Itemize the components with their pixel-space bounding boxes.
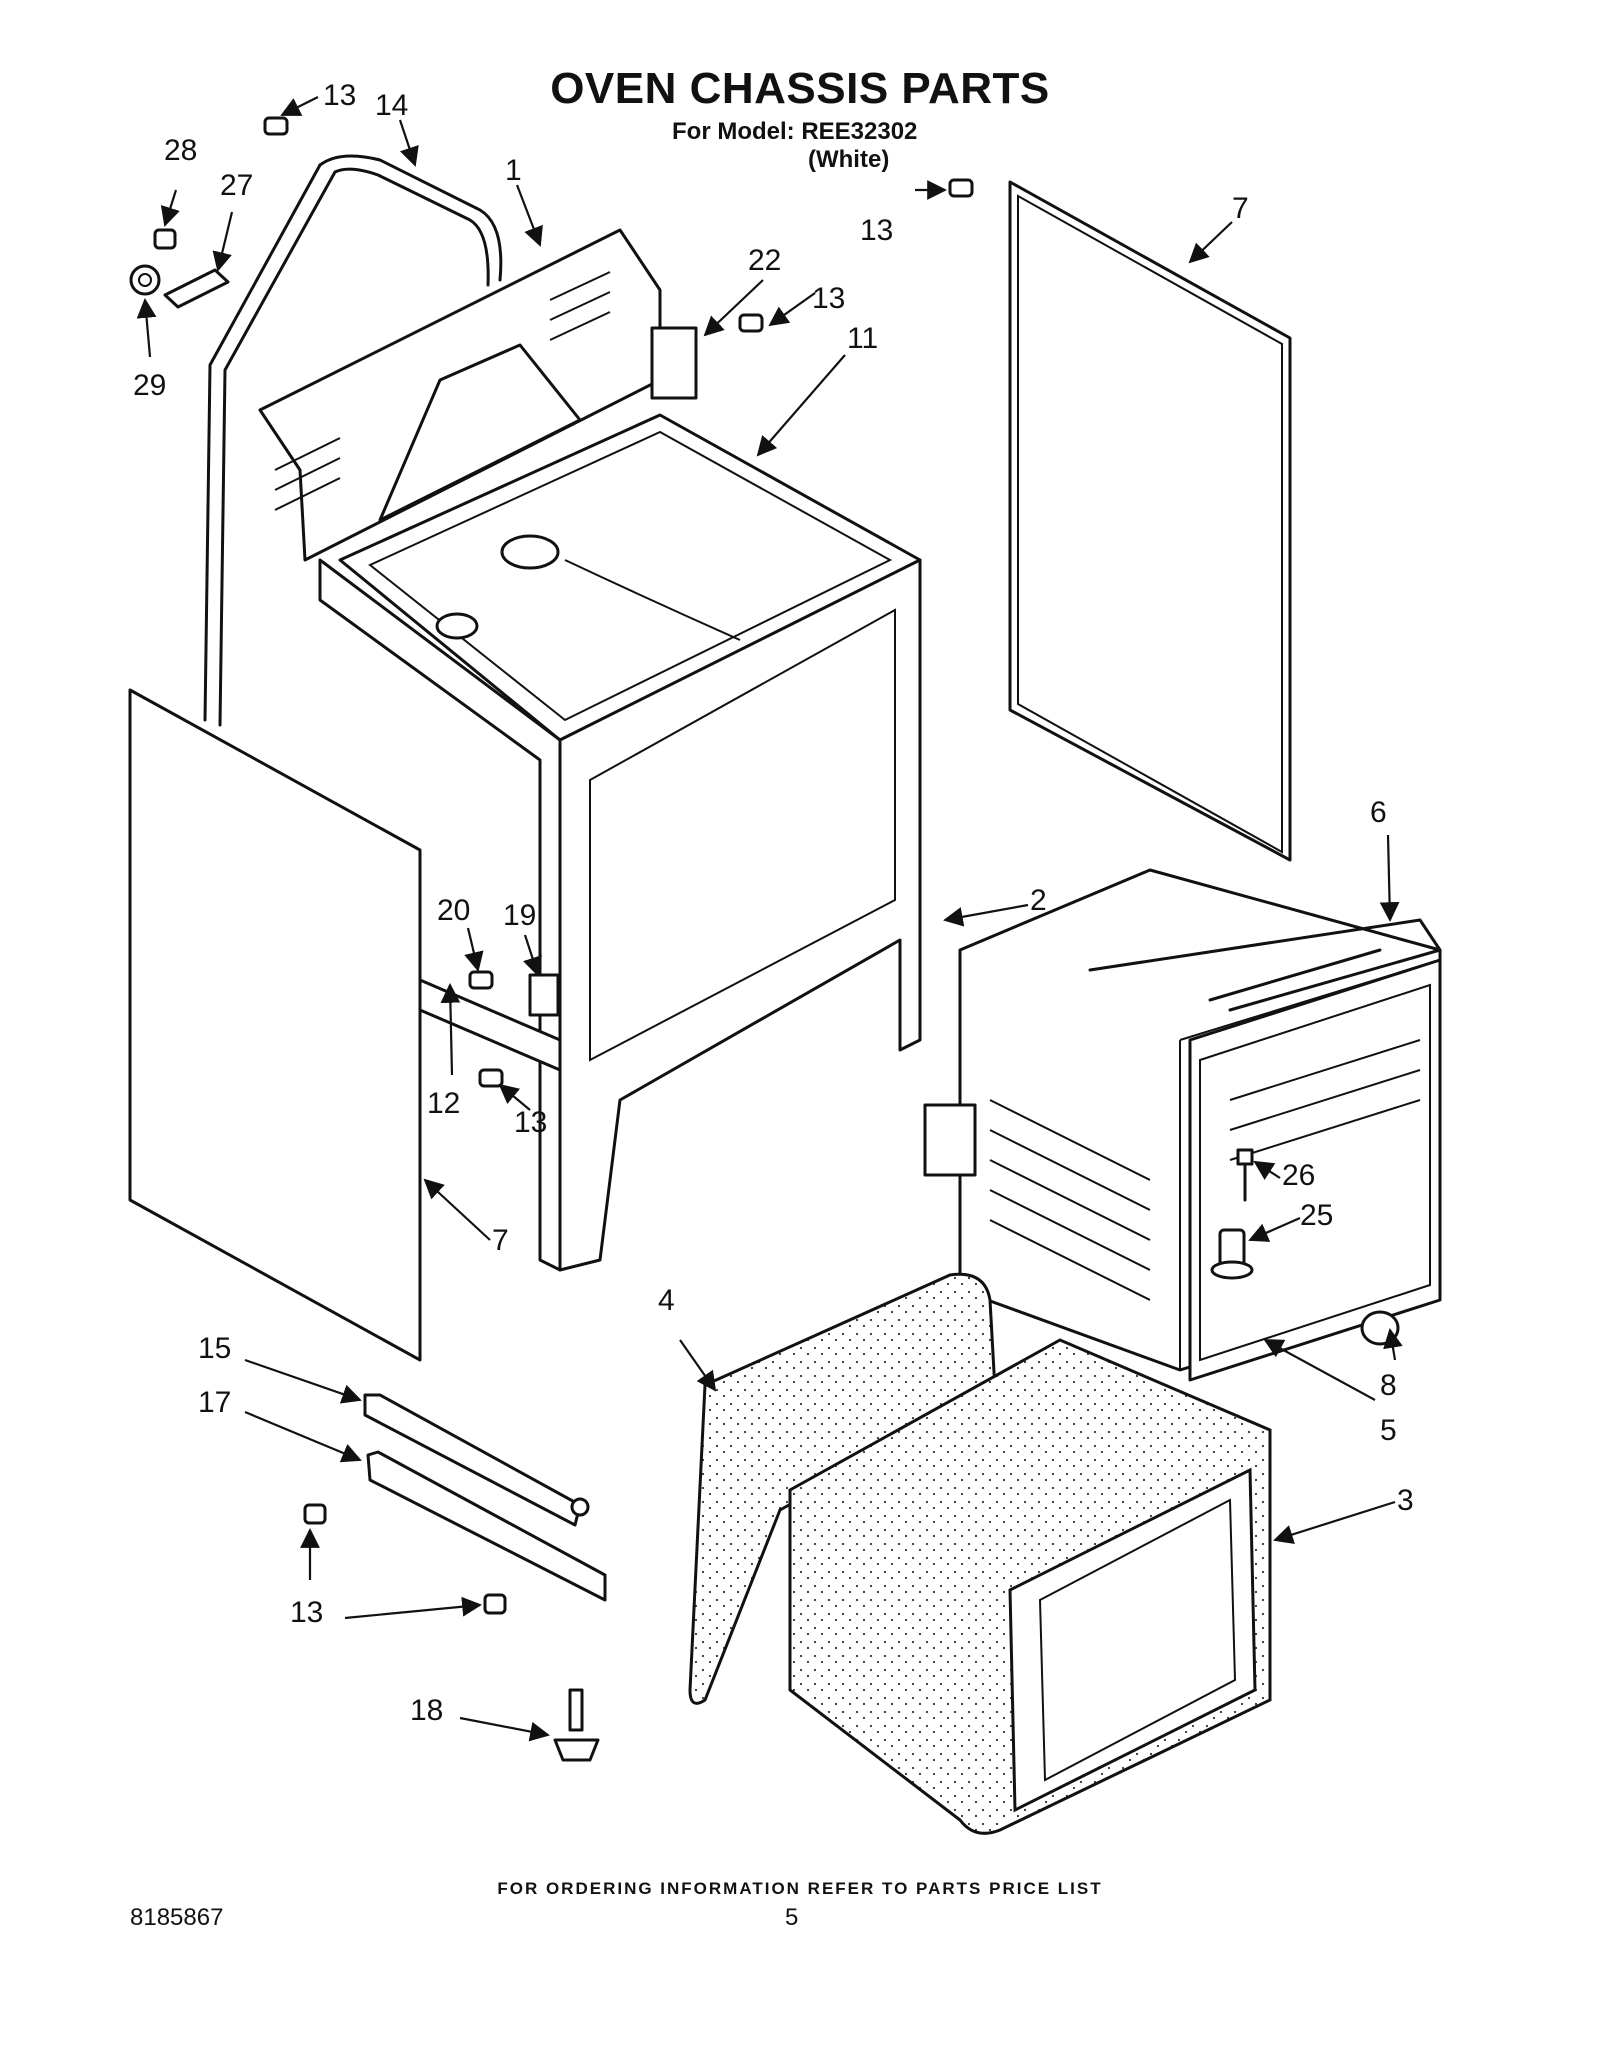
callout-25: 25 — [1300, 1199, 1333, 1232]
screw-13-hinge — [738, 313, 764, 333]
callout-1: 1 — [505, 154, 522, 187]
callout-4: 4 — [658, 1284, 675, 1317]
bracket-19 — [528, 973, 560, 1017]
callout-20: 20 — [437, 894, 470, 927]
right-side-panel — [1008, 180, 1292, 862]
callout-2: 2 — [1030, 884, 1047, 917]
side-bracket-17 — [366, 1450, 607, 1602]
left-side-panel — [128, 688, 422, 1362]
screw-13-top — [263, 116, 289, 136]
callout-22: 22 — [748, 244, 781, 277]
screw-13-bracket-b — [483, 1593, 507, 1615]
callout-11: 11 — [847, 322, 878, 355]
screw-13-right — [948, 178, 974, 198]
callout-6: 6 — [1370, 796, 1387, 829]
screw-13-lower — [478, 1068, 504, 1088]
callout-28: 28 — [164, 134, 197, 167]
oven-rack — [1088, 918, 1442, 1012]
page-number: 5 — [785, 1904, 799, 1931]
model-line: For Model: REE32302 — [672, 118, 918, 145]
page-title: OVEN CHASSIS PARTS — [550, 64, 1050, 113]
wrap-insulation — [788, 1338, 1272, 1835]
callout-14: 14 — [375, 89, 408, 122]
clip-27 — [163, 268, 230, 309]
leveling-leg — [553, 1688, 600, 1762]
callout-3: 3 — [1397, 1484, 1414, 1517]
callout-12: 12 — [427, 1087, 460, 1120]
light-socket — [1210, 1148, 1254, 1280]
side-bracket-15 — [363, 1393, 590, 1527]
rear-frame-tube — [203, 154, 503, 727]
callout-13-top: 13 — [323, 79, 356, 112]
callout-17: 17 — [198, 1386, 231, 1419]
nut-29 — [129, 264, 161, 296]
hinge-bracket — [650, 326, 698, 400]
callout-8: 8 — [1380, 1369, 1397, 1402]
callout-13-hinge: 13 — [812, 282, 845, 315]
callout-7-right: 7 — [1232, 192, 1249, 225]
callout-18: 18 — [410, 1694, 443, 1727]
screw-13-bracket-a — [303, 1503, 327, 1525]
oven-cavity — [923, 868, 1442, 1382]
leader-lines — [136, 96, 1403, 1742]
ordering-note: FOR ORDERING INFORMATION REFER TO PARTS … — [497, 1879, 1103, 1898]
callout-5: 5 — [1380, 1414, 1397, 1447]
callout-27: 27 — [220, 169, 253, 202]
callout-13-bracket: 13 — [290, 1596, 323, 1629]
callout-29: 29 — [133, 369, 166, 402]
callout-labels: 13 14 1 13 7 22 13 11 28 27 29 2 6 20 19… — [133, 79, 1414, 1727]
callout-7-left: 7 — [492, 1224, 509, 1257]
callout-13-right: 13 — [860, 214, 893, 247]
color-line: (White) — [808, 146, 890, 173]
document-number: 8185867 — [130, 1904, 224, 1931]
callout-13-lower: 13 — [514, 1106, 547, 1139]
screw-20 — [468, 970, 494, 990]
main-chassis-frame — [318, 558, 922, 1272]
callout-15: 15 — [198, 1332, 231, 1365]
screw-28 — [153, 228, 177, 250]
callout-19: 19 — [503, 899, 536, 932]
callout-26: 26 — [1282, 1159, 1315, 1192]
